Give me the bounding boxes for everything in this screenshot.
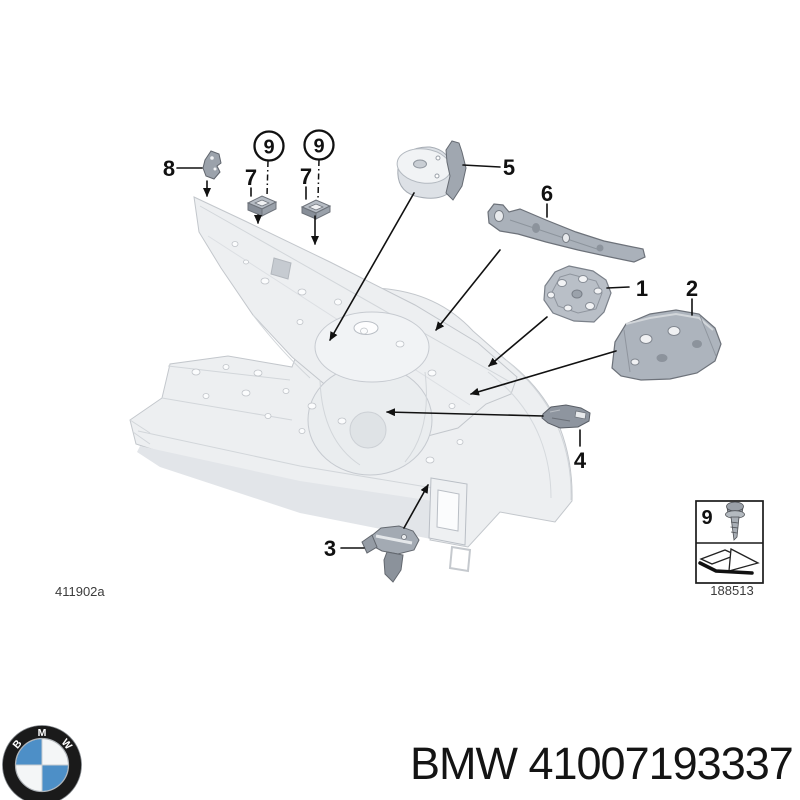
body-structure: [129, 196, 573, 573]
bmw-quadrant-bottom-right: [42, 765, 68, 791]
tower-shading-lines: [252, 314, 427, 466]
callout-7-right: 7: [300, 164, 312, 189]
side-member-face: [137, 446, 433, 539]
callout-4: 4: [574, 448, 587, 473]
leader-6-mount: [435, 249, 501, 331]
leader-9a: [266, 160, 269, 197]
loose-parts: [202, 140, 722, 583]
floor-holes: [191, 364, 464, 464]
bmw-logo: B M W: [2, 725, 82, 800]
callout-9-left: 9: [263, 137, 274, 159]
callout-5: 5: [503, 155, 515, 180]
part-5-support: [396, 140, 467, 201]
callout-1: 1: [636, 276, 648, 301]
callout-labels: 8 7 7 9 9 5 6 1 2 4 3: [163, 129, 698, 561]
callout-9-left-circle: [253, 130, 285, 162]
callout-6: 6: [541, 181, 553, 206]
bmw-letter-m: M: [38, 727, 47, 739]
callout-8: 8: [163, 156, 175, 181]
part-7-clip-right: [300, 199, 332, 220]
leader-9b: [317, 159, 320, 200]
side-member-hook: [448, 545, 472, 573]
part-6-bracket: [487, 203, 646, 263]
legend-number: 9: [701, 507, 712, 529]
screw-icon: [725, 501, 745, 541]
leader-1-mount: [488, 316, 548, 367]
direction-arrow-icon: [698, 547, 760, 575]
part-7-clip-left: [246, 195, 278, 217]
leader-1: [606, 286, 630, 289]
part-3-bracket: [361, 525, 420, 583]
side-member-top-edge: [137, 430, 434, 489]
callout-3: 3: [324, 536, 336, 561]
callout-7-left: 7: [245, 165, 257, 190]
side-member-opening: [436, 489, 460, 532]
callout-2: 2: [686, 276, 698, 301]
strut-tower-top: [314, 311, 430, 383]
part-2-bracket: [611, 309, 722, 381]
panel-recess: [270, 257, 292, 280]
part-8-bracket: [202, 150, 222, 180]
footer: B M W BMW 41007193337: [2, 725, 794, 800]
wheel-arch-inner-edge: [487, 371, 552, 499]
part-number-title: BMW 41007193337: [410, 738, 793, 789]
legend-catalog-ref: 188513: [710, 583, 753, 598]
floor-detail-lines: [129, 365, 293, 445]
leader-4-mount: [386, 408, 544, 417]
leader-3-mount: [403, 484, 429, 529]
callout-9-right-circle: [303, 129, 335, 161]
part-1-plate: [543, 265, 612, 323]
panel-holes: [231, 241, 456, 409]
leader-5: [462, 164, 501, 168]
wheel-arch-edge: [505, 359, 572, 501]
strut-tower-recess: [349, 411, 387, 449]
drawing-ref: 411902a: [55, 584, 105, 599]
fastener-legend: 9 188513: [695, 500, 764, 598]
callout-9-right: 9: [313, 136, 324, 158]
part-4-clip: [541, 404, 591, 429]
bmw-quadrant-cross: [16, 739, 68, 791]
bmw-inner-rim: [14, 737, 70, 793]
leader-5-mount: [329, 192, 415, 341]
leader-2-mount: [470, 350, 617, 396]
bmw-quadrant-top-left: [16, 739, 42, 765]
leader-lines: [176, 159, 693, 549]
